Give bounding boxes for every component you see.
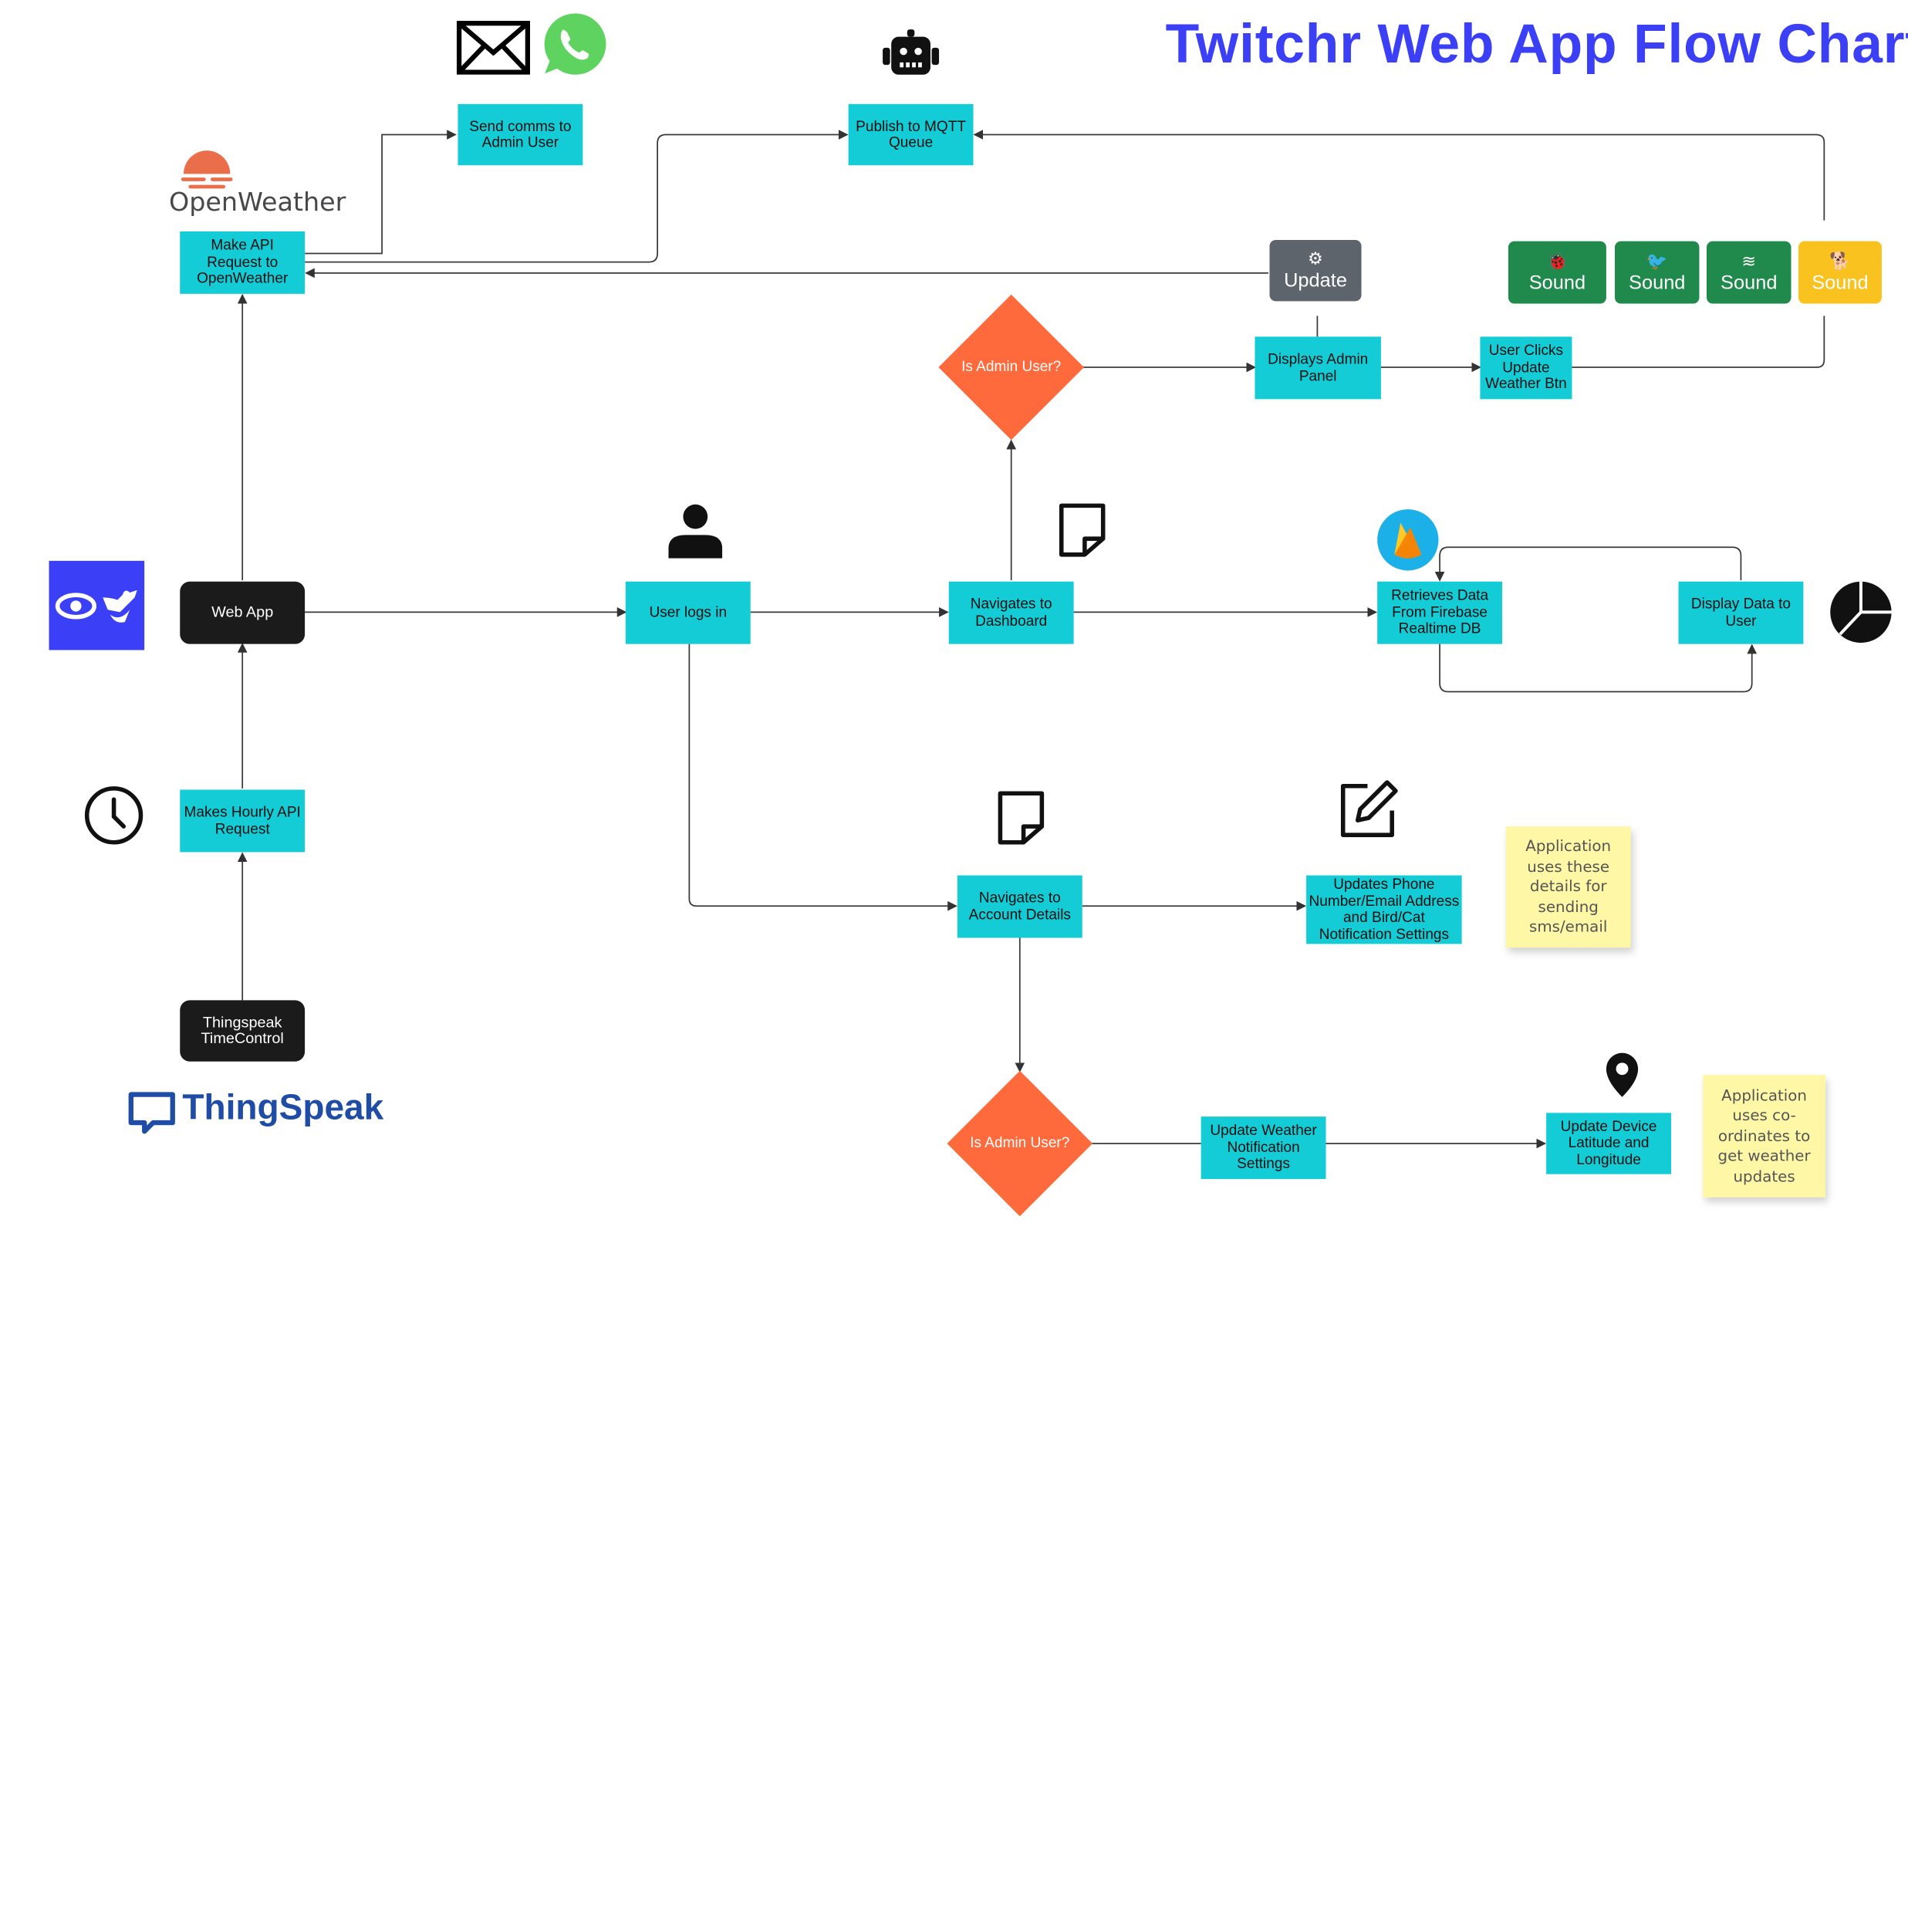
sound-button-label: Sound bbox=[1721, 272, 1778, 294]
eye-bird-icon bbox=[49, 560, 145, 650]
location-pin-icon bbox=[1606, 1052, 1639, 1097]
sound-button-wind[interactable]: ≋ Sound bbox=[1706, 241, 1791, 304]
openweather-logo-icon bbox=[181, 150, 233, 189]
update-button-label: Update bbox=[1284, 270, 1347, 292]
wind-icon: ≋ bbox=[1741, 250, 1757, 270]
clock-icon bbox=[84, 786, 144, 845]
is-admin-decision-top: Is Admin User? bbox=[938, 294, 1084, 441]
thingspeak-timecontrol-node: Thingspeak TimeControl bbox=[180, 1000, 306, 1062]
document-icon bbox=[1059, 503, 1106, 557]
user-icon bbox=[668, 504, 723, 559]
update-device-location-node: Update Device Latitude and Longitude bbox=[1546, 1113, 1671, 1174]
mail-icon bbox=[456, 20, 531, 75]
displays-admin-panel-node: Displays Admin Panel bbox=[1255, 336, 1381, 400]
publish-mqtt-node: Publish to MQTT Queue bbox=[848, 103, 974, 166]
dog-icon: 🐕 bbox=[1829, 250, 1851, 270]
display-data-node: Display Data to User bbox=[1678, 581, 1804, 644]
update-button[interactable]: ⚙ Update bbox=[1269, 240, 1362, 302]
retrieves-data-node: Retrieves Data From Firebase Realtime DB bbox=[1377, 581, 1503, 644]
sound-button-label: Sound bbox=[1528, 272, 1586, 294]
is-admin-decision-bottom: Is Admin User? bbox=[947, 1070, 1093, 1217]
edit-icon bbox=[1340, 780, 1398, 837]
sound-button-bug[interactable]: 🐞 Sound bbox=[1508, 241, 1606, 304]
decision-label: Is Admin User? bbox=[970, 1133, 1070, 1151]
makes-hourly-request-node: Makes Hourly API Request bbox=[180, 789, 306, 853]
web-app-node: Web App bbox=[180, 581, 306, 644]
chart-title: Twitchr Web App Flow Chart bbox=[1165, 12, 1908, 75]
gear-icon: ⚙ bbox=[1308, 248, 1323, 269]
firebase-icon bbox=[1377, 509, 1439, 571]
bird-icon: 🐦 bbox=[1646, 250, 1668, 270]
bug-icon: 🐞 bbox=[1546, 250, 1569, 270]
whatsapp-icon bbox=[544, 13, 606, 75]
update-weather-notification-node: Update Weather Notification Settings bbox=[1201, 1116, 1326, 1180]
document-icon bbox=[998, 791, 1045, 845]
send-comms-node: Send comms to Admin User bbox=[458, 103, 583, 166]
user-clicks-update-node: User Clicks Update Weather Btn bbox=[1480, 336, 1572, 400]
thingspeak-logo-icon bbox=[128, 1092, 175, 1134]
sound-button-label: Sound bbox=[1812, 272, 1869, 294]
sticky-note-sms: Application uses these details for sendi… bbox=[1505, 826, 1631, 948]
updates-phone-email-node: Updates Phone Number/Email Address and B… bbox=[1306, 875, 1462, 944]
sticky-note-coordinates: Application uses co-ordinates to get wea… bbox=[1703, 1075, 1825, 1197]
navigates-dashboard-node: Navigates to Dashboard bbox=[948, 581, 1074, 644]
user-logs-in-node: User logs in bbox=[625, 581, 751, 644]
sound-button-bird[interactable]: 🐦 Sound bbox=[1614, 241, 1700, 304]
make-api-request-node: Make API Request to OpenWeather bbox=[180, 231, 306, 294]
connector-lines bbox=[237, 130, 1825, 1149]
thingspeak-logo-text: ThingSpeak bbox=[182, 1088, 384, 1128]
sound-button-label: Sound bbox=[1629, 272, 1686, 294]
robot-icon bbox=[883, 29, 940, 75]
sound-button-dog[interactable]: 🐕 Sound bbox=[1798, 241, 1882, 304]
decision-label: Is Admin User? bbox=[961, 357, 1062, 375]
navigates-account-node: Navigates to Account Details bbox=[957, 875, 1082, 938]
openweather-logo-text: OpenWeather bbox=[168, 187, 346, 217]
pie-chart-icon bbox=[1830, 581, 1892, 643]
